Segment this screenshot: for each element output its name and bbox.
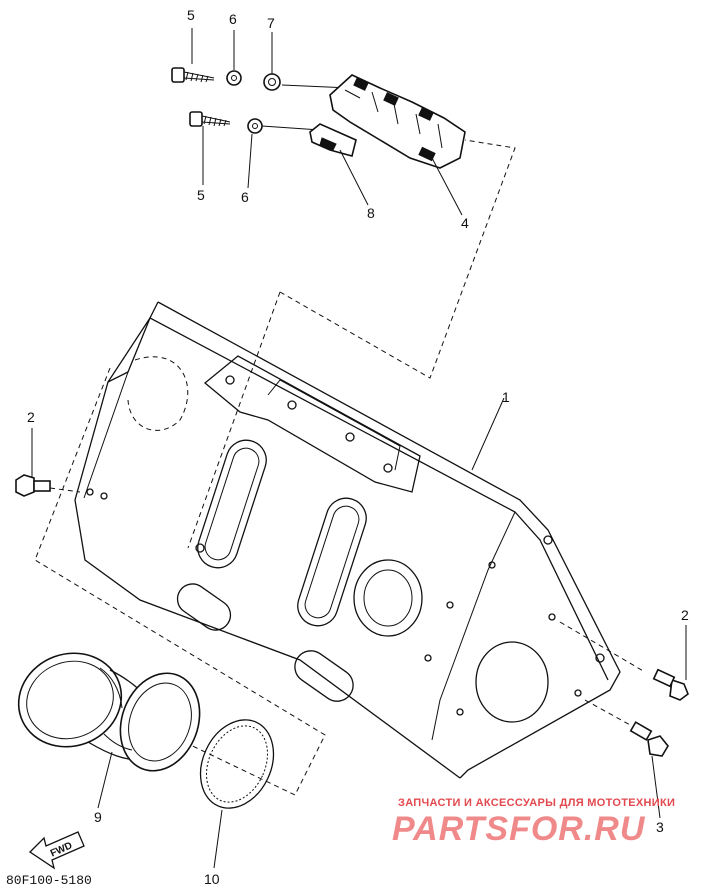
callout-2-left: 2 [27, 409, 35, 425]
clip-slot [319, 137, 337, 151]
screw-mid [189, 111, 231, 127]
skid-plate [74, 301, 621, 779]
callout-6-top: 6 [229, 11, 237, 27]
clip-part-8 [309, 123, 357, 157]
bolt-left [15, 474, 51, 497]
watermark-logo: PARTSFOR.RU [392, 810, 646, 848]
callout-5-top: 5 [187, 7, 195, 23]
callout-9: 9 [94, 809, 102, 825]
callout-5-mid: 5 [197, 187, 205, 203]
callout-6-mid: 6 [241, 189, 249, 205]
drawing-code: 80F100-5180 [6, 873, 92, 888]
fwd-arrow-icon: FWD [28, 831, 85, 870]
callout-4: 4 [461, 215, 469, 231]
screw-top [171, 67, 215, 83]
leader-lines [31, 28, 687, 869]
callout-7: 7 [267, 15, 275, 31]
o-ring-part-10 [199, 719, 275, 809]
intake-joint-part-9 [17, 652, 201, 772]
callout-2-right: 2 [681, 607, 689, 623]
watermark-caption: ЗАПЧАСТИ И АКСЕССУАРЫ ДЛЯ МОТОТЕХНИКИ [398, 797, 675, 809]
bracket-part-4 [329, 74, 466, 169]
nut-part-7 [263, 73, 281, 91]
callout-10: 10 [204, 871, 220, 887]
assembly-lines [34, 84, 646, 796]
callout-8: 8 [367, 205, 375, 221]
washer-top [226, 70, 242, 86]
washer-mid [247, 118, 263, 134]
bolt-right [652, 668, 689, 701]
bolt-part-3 [629, 721, 669, 757]
callout-1: 1 [502, 389, 510, 405]
callout-3: 3 [656, 819, 664, 835]
